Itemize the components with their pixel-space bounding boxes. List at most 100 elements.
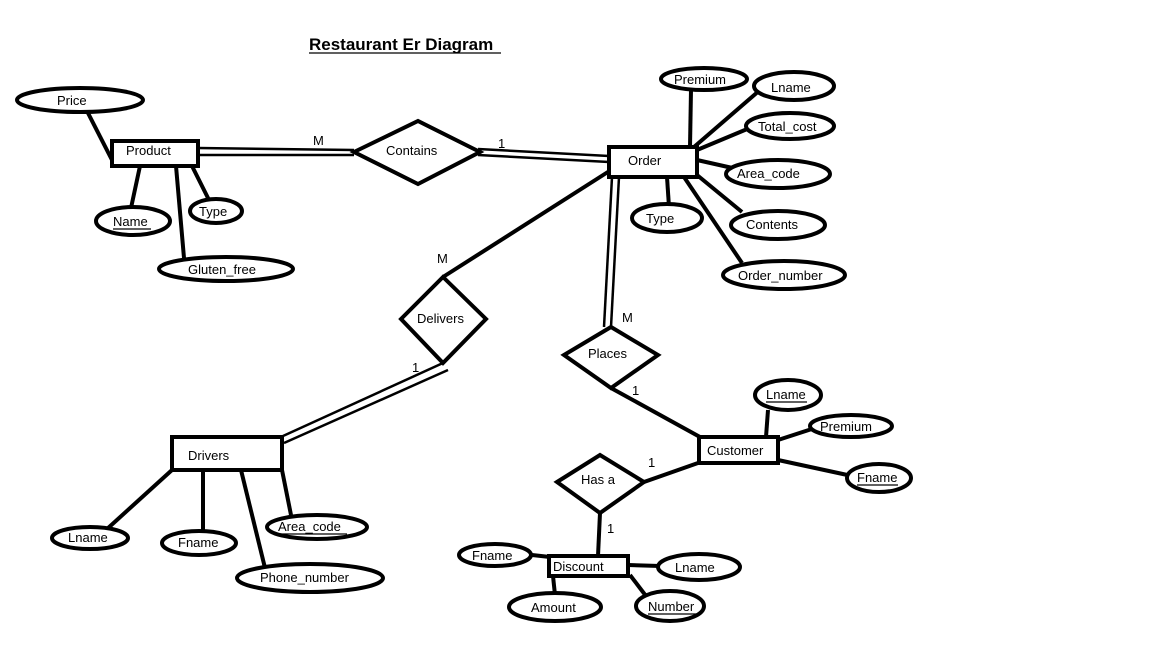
connector-product-gluten-free	[174, 165, 186, 259]
connector-customer-lname	[764, 409, 770, 438]
order-lname-oval	[752, 70, 836, 102]
connector-delivers-drivers-b	[283, 368, 449, 445]
attribute-customer-lname: Lname	[753, 378, 823, 412]
connector-order-contents	[695, 173, 744, 214]
drivers-fname-oval	[160, 529, 238, 557]
customer-lname-label: Lname	[766, 387, 806, 402]
entity-product: Product	[110, 139, 200, 168]
entity-order: Order	[607, 145, 699, 179]
entity-drivers: Drivers	[170, 435, 284, 472]
attribute-discount-lname: Lname	[656, 552, 742, 582]
attribute-discount-number: Number	[634, 589, 706, 623]
order-box	[607, 145, 699, 179]
customer-premium-label: Premium	[820, 419, 872, 434]
attribute-drivers-phone-number: Phone_number	[235, 562, 385, 594]
order-contents-oval	[729, 209, 827, 241]
attribute-customer-fname: Fname	[845, 462, 913, 494]
connector-order-order-number	[682, 175, 744, 265]
order-area-code-oval	[724, 158, 832, 190]
contains-diamond	[349, 118, 485, 187]
connector-product-name	[129, 165, 142, 209]
attribute-order-area-code: Area_code	[724, 158, 832, 190]
product-box	[110, 139, 200, 168]
cardinality-has-a-customer: 1	[648, 455, 655, 470]
customer-box	[697, 435, 780, 465]
product-label: Product	[126, 143, 171, 158]
attribute-product-gluten-free: Gluten_free	[157, 255, 295, 283]
product-type-oval	[188, 197, 244, 225]
attribute-drivers-fname: Fname	[160, 529, 238, 557]
entity-discount: Discount	[547, 554, 630, 578]
attribute-product-price: Price	[15, 86, 145, 114]
discount-fname-label: Fname	[472, 548, 512, 563]
relationship-delivers: Delivers	[398, 274, 489, 366]
attribute-order-order-number: Order_number	[721, 259, 847, 291]
order-premium-oval	[659, 66, 749, 92]
attribute-product-type: Type	[188, 197, 244, 225]
connector-delivers-drivers-a	[282, 361, 444, 438]
discount-amount-oval	[507, 591, 603, 623]
discount-fname-oval	[457, 542, 533, 568]
delivers-diamond	[398, 274, 489, 366]
cardinality-contains-order: 1	[498, 136, 505, 151]
order-contents-label: Contents	[746, 217, 799, 232]
order-total-cost-label: Total_cost	[758, 119, 817, 134]
drivers-lname-oval	[50, 525, 130, 551]
places-diamond	[560, 324, 662, 391]
cardinality-contains-product: M	[313, 133, 324, 148]
order-total-cost-oval	[744, 111, 836, 141]
product-name-label: Name	[113, 214, 148, 229]
has-a-label: Has a	[581, 472, 616, 487]
order-area-code-label: Area_code	[737, 166, 800, 181]
discount-lname-oval	[656, 552, 742, 582]
drivers-phone-number-label: Phone_number	[260, 570, 350, 585]
order-premium-label: Premium	[674, 72, 726, 87]
attribute-order-total-cost: Total_cost	[744, 111, 836, 141]
connector-drivers-lname	[105, 468, 174, 531]
drivers-area-code-label: Area_code	[278, 519, 341, 534]
product-gluten-free-label: Gluten_free	[188, 262, 256, 277]
connectors	[86, 88, 853, 598]
attribute-order-type: Type	[630, 202, 704, 234]
attribute-order-lname: Lname	[752, 70, 836, 102]
cardinality-delivers-order: M	[437, 251, 448, 266]
attribute-discount-fname: Fname	[457, 542, 533, 568]
attribute-customer-premium: Premium	[808, 413, 894, 439]
connector-customer-fname	[777, 458, 853, 478]
customer-label: Customer	[707, 443, 764, 458]
cardinality-places-customer: 1	[632, 383, 639, 398]
product-type-label: Type	[199, 204, 227, 219]
discount-amount-label: Amount	[531, 600, 576, 615]
relationship-contains: Contains	[349, 118, 485, 187]
drivers-label: Drivers	[188, 448, 230, 463]
connector-has-a-discount	[596, 512, 602, 557]
attribute-order-contents: Contents	[729, 209, 827, 241]
order-order-number-label: Order_number	[738, 268, 823, 283]
places-label: Places	[588, 346, 628, 361]
connector-contains-order-b	[477, 153, 610, 164]
relationship-has-a: Has a	[553, 452, 648, 516]
order-lname-label: Lname	[771, 80, 811, 95]
connector-order-type	[665, 176, 671, 208]
discount-box	[547, 554, 630, 578]
product-name-oval	[94, 205, 172, 237]
connector-contains-order-a	[477, 147, 610, 158]
connector-discount-lname	[627, 563, 661, 568]
connector-product-type	[190, 165, 211, 201]
discount-number-label: Number	[648, 599, 695, 614]
customer-fname-label: Fname	[857, 470, 897, 485]
connector-order-premium	[688, 89, 693, 148]
connector-order-total-cost	[696, 125, 753, 152]
connector-order-places-b	[609, 176, 621, 328]
connector-places-customer	[610, 386, 701, 439]
customer-premium-oval	[808, 413, 894, 439]
order-type-oval	[630, 202, 704, 234]
cardinality-labels: M 1 M 1 M 1 1 1	[313, 133, 655, 536]
drivers-box	[170, 435, 284, 472]
product-price-oval	[15, 86, 145, 114]
contains-label: Contains	[386, 143, 438, 158]
attribute-drivers-lname: Lname	[50, 525, 130, 551]
entity-customer: Customer	[697, 435, 780, 465]
cardinality-delivers-drivers: 1	[412, 360, 419, 375]
drivers-phone-number-oval	[235, 562, 385, 594]
